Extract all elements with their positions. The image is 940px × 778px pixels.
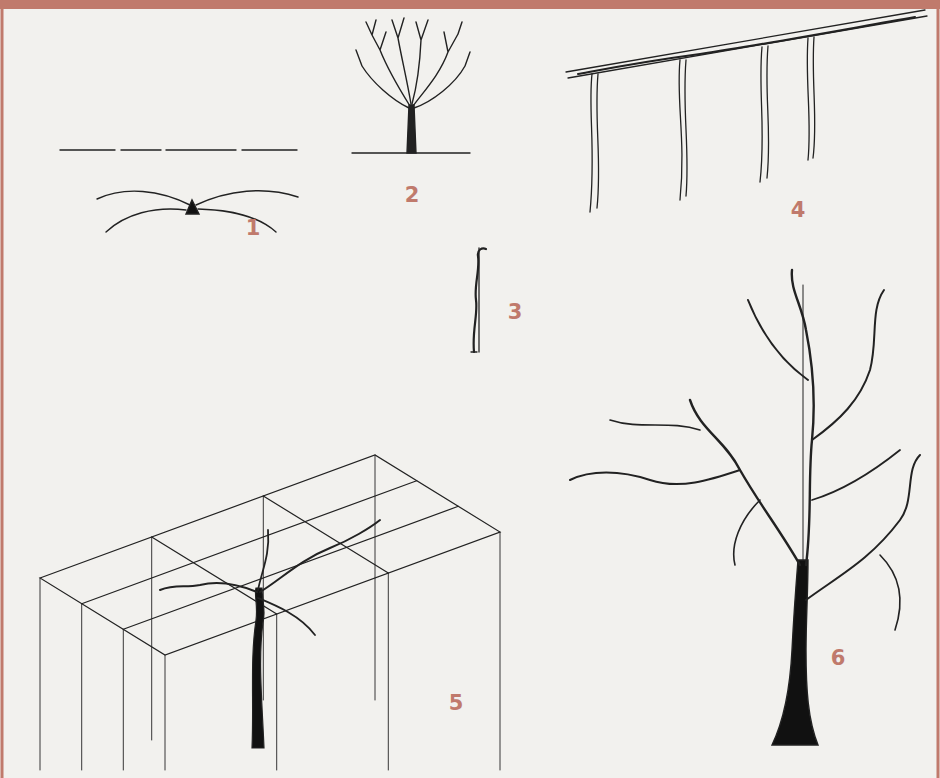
- pergola-vine: [40, 455, 500, 770]
- tree-vine: [570, 270, 920, 745]
- buried-vine: [60, 150, 300, 232]
- callout-number: 6: [829, 647, 848, 670]
- callout-number: 2: [403, 184, 422, 207]
- bush-vine: [352, 18, 470, 153]
- callout-number: 3: [506, 301, 525, 324]
- frame-line: [937, 9, 940, 778]
- callout-number: 1: [244, 217, 263, 240]
- callout-number: 4: [789, 199, 808, 222]
- callout-number: 5: [447, 692, 466, 715]
- stake-vine: [471, 248, 486, 352]
- top-band: [0, 0, 940, 9]
- frame-line: [1, 9, 4, 778]
- trellis-vine: [566, 10, 927, 212]
